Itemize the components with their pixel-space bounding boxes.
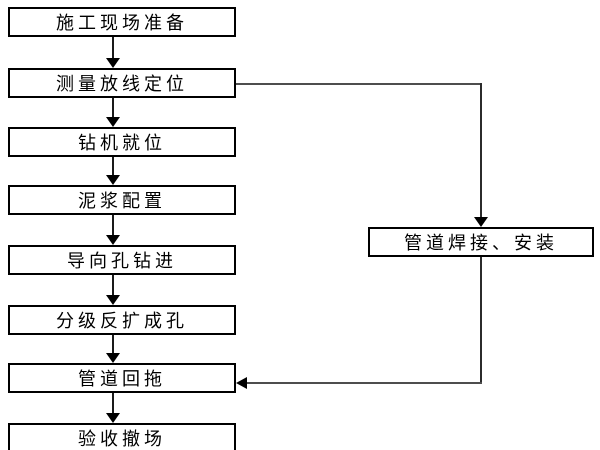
flow-node-label: 测量放线定位 [56, 74, 188, 95]
flow-node-pilot-hole-drilling: 导向孔钻进 [8, 245, 236, 275]
arrowhead-down-icon [106, 117, 120, 127]
arrowhead-left-icon [236, 377, 247, 389]
flow-node-label: 施工现场准备 [56, 13, 188, 34]
connector-line-7-8 [112, 393, 114, 414]
flow-node-pipeline-pullback: 管道回拖 [8, 363, 236, 393]
flow-node-label: 导向孔钻进 [67, 251, 177, 272]
connector-line-3-4 [112, 157, 114, 176]
connector-line-4-5 [112, 215, 114, 236]
arrowhead-down-icon [106, 235, 120, 245]
flow-node-mud-preparation: 泥浆配置 [8, 185, 236, 215]
flow-node-label: 验收撤场 [78, 429, 166, 450]
flow-node-label: 泥浆配置 [78, 191, 166, 212]
arrowhead-down-icon [106, 413, 120, 423]
arrowhead-down-icon [106, 175, 120, 185]
connector-line-5-6 [112, 275, 114, 296]
arrowhead-down-icon [474, 217, 488, 227]
connector-line-survey-to-welding-vertical [480, 83, 482, 218]
arrowhead-down-icon [106, 295, 120, 305]
connector-line-1-2 [112, 37, 114, 59]
flow-node-pipeline-welding-installation: 管道焊接、安装 [368, 227, 594, 257]
flow-node-label: 钻机就位 [78, 133, 166, 154]
flow-node-survey-layout-positioning: 测量放线定位 [8, 68, 236, 98]
arrowhead-down-icon [106, 353, 120, 363]
connector-line-survey-to-welding-horizontal [236, 83, 482, 85]
connector-line-2-3 [112, 98, 114, 118]
connector-line-welding-to-pullback-vertical [480, 257, 482, 383]
flow-node-label: 管道回拖 [78, 369, 166, 390]
connector-line-welding-to-pullback-horizontal [246, 382, 482, 384]
flow-node-label: 管道焊接、安装 [404, 233, 558, 254]
flow-node-acceptance-demobilization: 验收撤场 [8, 423, 236, 450]
flow-node-site-preparation: 施工现场准备 [8, 7, 236, 37]
flow-node-label: 分级反扩成孔 [56, 311, 188, 332]
flow-node-drill-rig-in-place: 钻机就位 [8, 127, 236, 157]
flow-node-staged-back-reaming: 分级反扩成孔 [8, 305, 236, 335]
connector-line-6-7 [112, 335, 114, 354]
arrowhead-down-icon [106, 58, 120, 68]
